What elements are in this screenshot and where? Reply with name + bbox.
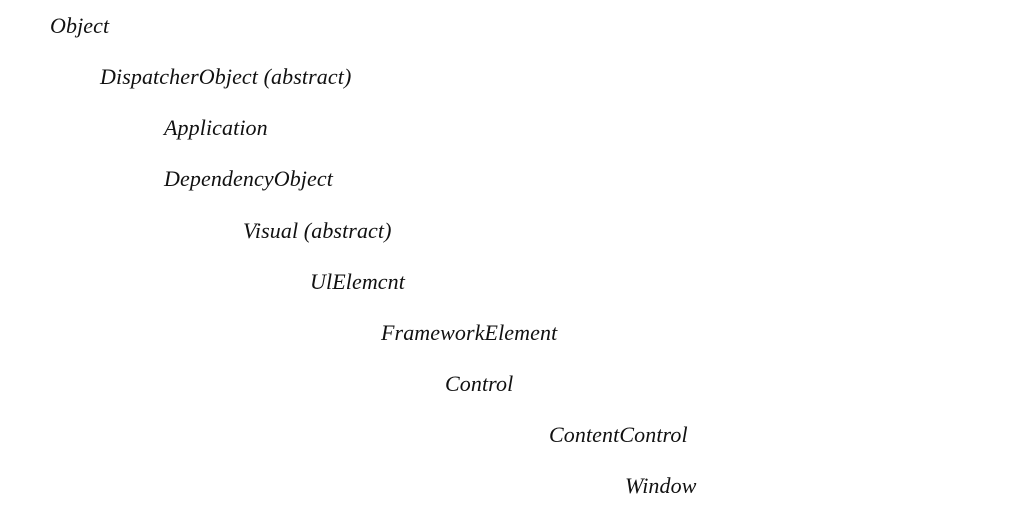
hierarchy-item: DependencyObject — [164, 166, 333, 191]
hierarchy-item: DispatcherObject (abstract) — [100, 64, 352, 89]
hierarchy-item: Application — [164, 115, 268, 140]
hierarchy-item: Window — [625, 473, 697, 498]
hierarchy-item: Visual (abstract) — [243, 218, 392, 243]
hierarchy-item: UlElemcnt — [310, 269, 405, 294]
hierarchy-item: FrameworkElement — [381, 320, 558, 345]
hierarchy-item: ContentControl — [549, 422, 688, 447]
hierarchy-item: Object — [50, 13, 110, 38]
hierarchy-item: Control — [445, 371, 514, 396]
